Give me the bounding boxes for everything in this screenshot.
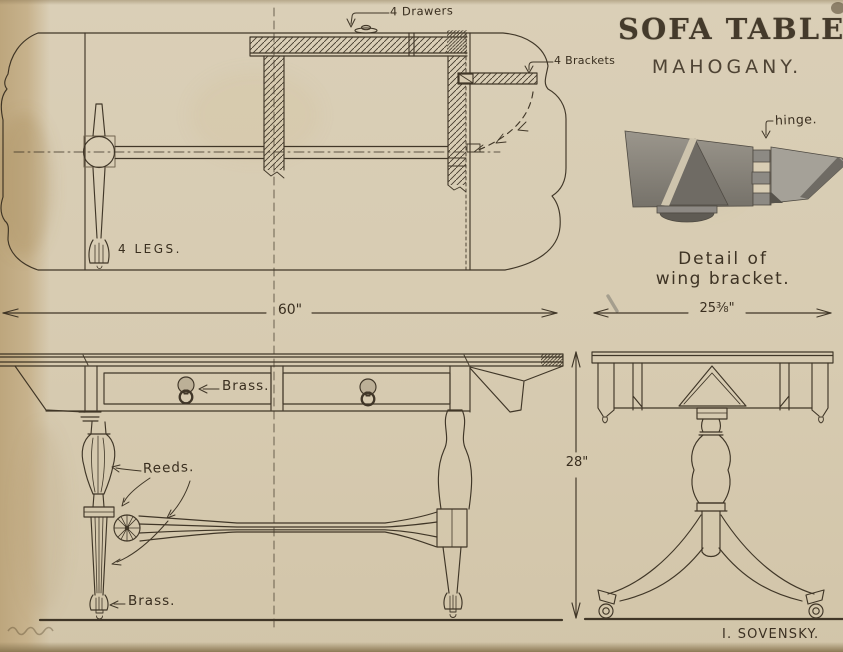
front-fan-rosette [113,514,141,542]
front-stretcher [138,511,438,548]
annotation-reeds: Reeds. [142,459,195,477]
annotation-brass-pull: Brass. [222,378,270,394]
hinge-knuckles [751,149,772,206]
plan-centerlines [13,7,501,629]
front-right-leaf [469,365,564,413]
side-pedestal [691,407,731,558]
front-top [0,353,564,367]
dimension-28 [571,351,581,619]
annotation-4-drawers: 4 Drawers [389,3,454,19]
dimension-length-label: 60" [277,302,303,318]
brackets-arrow [528,61,554,71]
detail-caption-line1: Detail of [678,249,768,269]
annotation-4-brackets: 4 Brackets [554,54,616,67]
drawing-material: MAHOGANY. [651,56,803,78]
bracket-highlight-stripe [661,138,697,206]
dimension-height-label: 28" [565,455,589,470]
brass-pull-left [177,376,195,405]
hinge-arrow [765,120,774,136]
artist-signature: I. SOVENSKY. [722,627,820,642]
paper-bottom-edge [0,642,843,652]
reeds-arrow-urn [115,467,142,472]
side-leaves [597,362,829,424]
front-left-leaf [14,365,86,413]
plan-apron-section [249,30,468,57]
reeds-arrow-stretcher [169,480,191,516]
annotation-brass-foot: Brass. [128,593,176,609]
wing-bracket-detail [624,130,843,223]
brass-pull-right [359,378,377,407]
paper-marks [7,2,843,636]
plan-pedestal-and-leg [82,103,116,269]
plan-swing-arc [473,91,534,153]
plan-wing-bracket-open [457,72,538,85]
bracket-wing-edge [800,157,843,199]
bracket-pad [656,205,718,214]
front-right-support [436,409,473,618]
plan-drawer-knob [354,24,378,34]
side-elevation [583,351,843,621]
dimension-60 [2,308,558,318]
plan-view [0,7,567,629]
bracket-pad-foot [659,212,715,223]
reeds-arrow-leg [116,520,169,563]
reeds-arrow-fan [123,477,151,503]
plan-stretcher [114,145,449,160]
drawing-title: SOFA TABLE [618,12,843,46]
annotation-4-legs: 4 LEGS. [118,242,182,256]
side-apron [613,365,813,409]
side-top [591,351,834,364]
drawers-arrow [350,12,390,25]
front-left-support [78,411,116,620]
dimension-depth-label: 25⅜" [699,301,735,316]
annotation-arrows [109,12,774,609]
annotation-hinge: hinge. [774,111,818,128]
side-legs [597,514,825,619]
detail-caption-line2: wing bracket. [655,269,791,289]
paper-top-edge [0,0,843,5]
front-elevation [0,353,564,622]
dimension-25 [593,308,832,318]
